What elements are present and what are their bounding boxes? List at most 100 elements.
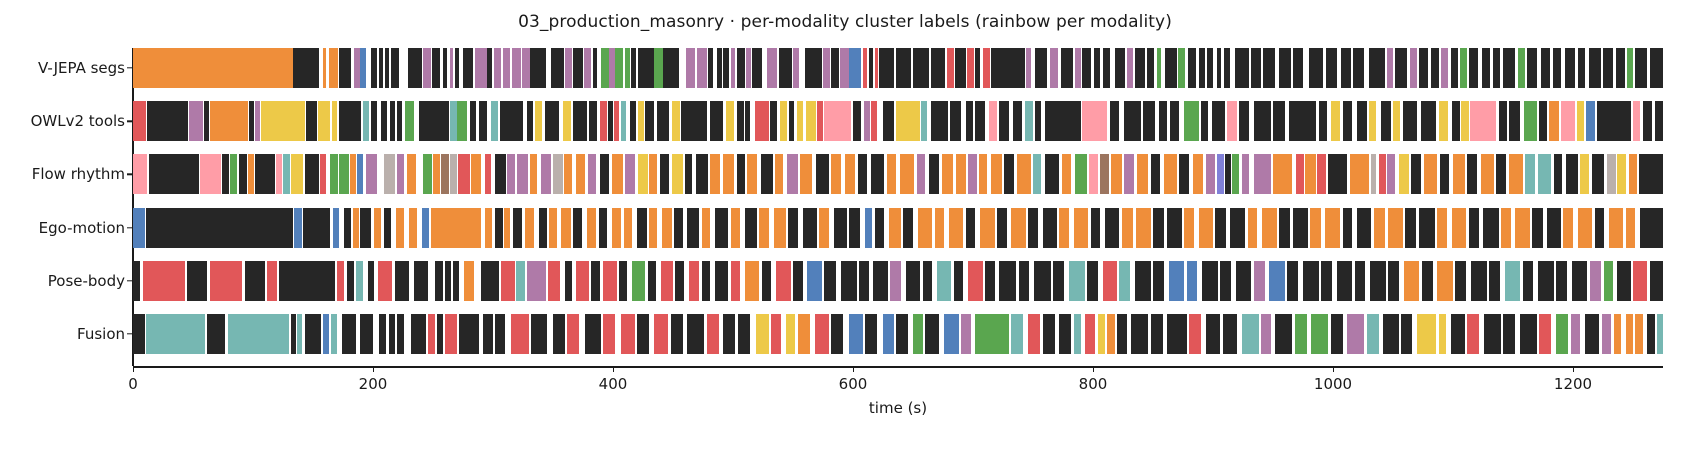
cluster-segment — [1232, 154, 1240, 195]
cluster-segment — [395, 207, 405, 248]
cluster-segment — [1483, 207, 1499, 248]
cluster-segment — [1520, 314, 1537, 354]
cluster-segment — [1371, 154, 1377, 195]
cluster-segment — [1387, 154, 1396, 195]
cluster-segment — [279, 260, 335, 301]
cluster-segment — [776, 260, 791, 301]
cluster-segment — [495, 207, 503, 248]
cluster-segment — [1503, 314, 1516, 354]
cluster-segment — [1640, 207, 1663, 248]
cluster-segment — [575, 154, 586, 195]
cluster-segment — [431, 48, 441, 88]
cluster-segment — [916, 154, 925, 195]
cluster-segment — [849, 48, 862, 88]
cluster-segment — [1411, 154, 1421, 195]
cluster-segment — [553, 154, 563, 195]
cluster-segment — [1189, 314, 1201, 354]
cluster-segment — [775, 154, 784, 195]
cluster-segment — [797, 314, 810, 354]
cluster-segment — [1114, 48, 1126, 88]
cluster-segment — [746, 48, 751, 88]
cluster-segment — [1045, 154, 1060, 195]
cluster-segment — [1205, 314, 1221, 354]
cluster-segment — [1163, 154, 1177, 195]
cluster-segment — [1150, 154, 1161, 195]
cluster-segment — [541, 154, 551, 195]
cluster-segment — [1309, 48, 1324, 88]
cluster-segment — [1293, 207, 1308, 248]
cluster-segment — [675, 260, 684, 301]
cluster-segment — [436, 314, 443, 354]
cluster-segment — [946, 48, 954, 88]
y-axis-tick-label: Flow rhythm — [31, 165, 125, 184]
cluster-segment — [745, 207, 757, 248]
x-axis-tick-label: 1000 — [1313, 375, 1353, 393]
cluster-segment — [1153, 260, 1164, 301]
cluster-segment — [903, 207, 913, 248]
cluster-segment — [1347, 314, 1365, 354]
cluster-segment — [146, 207, 293, 248]
cluster-segment — [1629, 154, 1637, 195]
cluster-segment — [573, 48, 583, 88]
cluster-segment — [1552, 48, 1561, 88]
cluster-segment — [1509, 101, 1521, 142]
cluster-segment — [874, 207, 885, 248]
cluster-segment — [1184, 101, 1199, 142]
cluster-segment — [1657, 314, 1663, 354]
cluster-segment — [200, 154, 221, 195]
cluster-segment — [1405, 207, 1416, 248]
cluster-segment — [1649, 260, 1663, 301]
cluster-segment — [1269, 260, 1285, 301]
y-axis-tick-mark — [127, 280, 133, 282]
cluster-segment — [1045, 101, 1081, 142]
cluster-segment — [1509, 154, 1523, 195]
cluster-segment — [1639, 154, 1663, 195]
cluster-segment — [1395, 48, 1408, 88]
cluster-segment — [599, 101, 607, 142]
cluster-segment — [1111, 154, 1122, 195]
cluster-segment — [1419, 48, 1428, 88]
timeline-row — [133, 207, 1663, 248]
cluster-segment — [573, 207, 582, 248]
cluster-segment — [921, 101, 928, 142]
cluster-segment — [391, 48, 400, 88]
cluster-segment — [1328, 154, 1348, 195]
cluster-segment — [979, 154, 988, 195]
cluster-segment — [1467, 154, 1477, 195]
cluster-segment — [454, 48, 460, 88]
cluster-segment — [896, 314, 909, 354]
cluster-segment — [1431, 48, 1439, 88]
cluster-segment — [601, 48, 610, 88]
cluster-segment — [1124, 101, 1141, 142]
cluster-segment — [1585, 314, 1600, 354]
cluster-segment — [407, 48, 423, 88]
x-axis-tick-mark — [373, 366, 375, 372]
cluster-segment — [187, 260, 208, 301]
cluster-segment — [255, 101, 261, 142]
cluster-segment — [1617, 154, 1626, 195]
x-axis-tick-mark — [613, 366, 615, 372]
cluster-segment — [535, 101, 543, 142]
cluster-segment — [515, 260, 526, 301]
cluster-segment — [991, 48, 1025, 88]
cluster-segment — [659, 154, 670, 195]
cluster-segment — [1378, 154, 1386, 195]
cluster-segment — [381, 101, 388, 142]
cluster-segment — [494, 48, 502, 88]
cluster-segment — [1288, 101, 1317, 142]
cluster-segment — [501, 260, 515, 301]
cluster-segment — [1501, 207, 1511, 248]
cluster-segment — [449, 154, 457, 195]
cluster-segment — [441, 154, 449, 195]
cluster-segment — [1119, 260, 1131, 301]
cluster-segment — [956, 154, 966, 195]
cluster-segment — [483, 314, 493, 354]
cluster-segment — [1059, 314, 1072, 354]
cluster-segment — [745, 101, 750, 142]
cluster-segment — [1186, 260, 1198, 301]
cluster-segment — [625, 48, 630, 88]
cluster-segment — [1263, 48, 1276, 88]
cluster-segment — [941, 154, 953, 195]
cluster-segment — [1294, 314, 1307, 354]
cluster-segment — [1216, 48, 1222, 88]
